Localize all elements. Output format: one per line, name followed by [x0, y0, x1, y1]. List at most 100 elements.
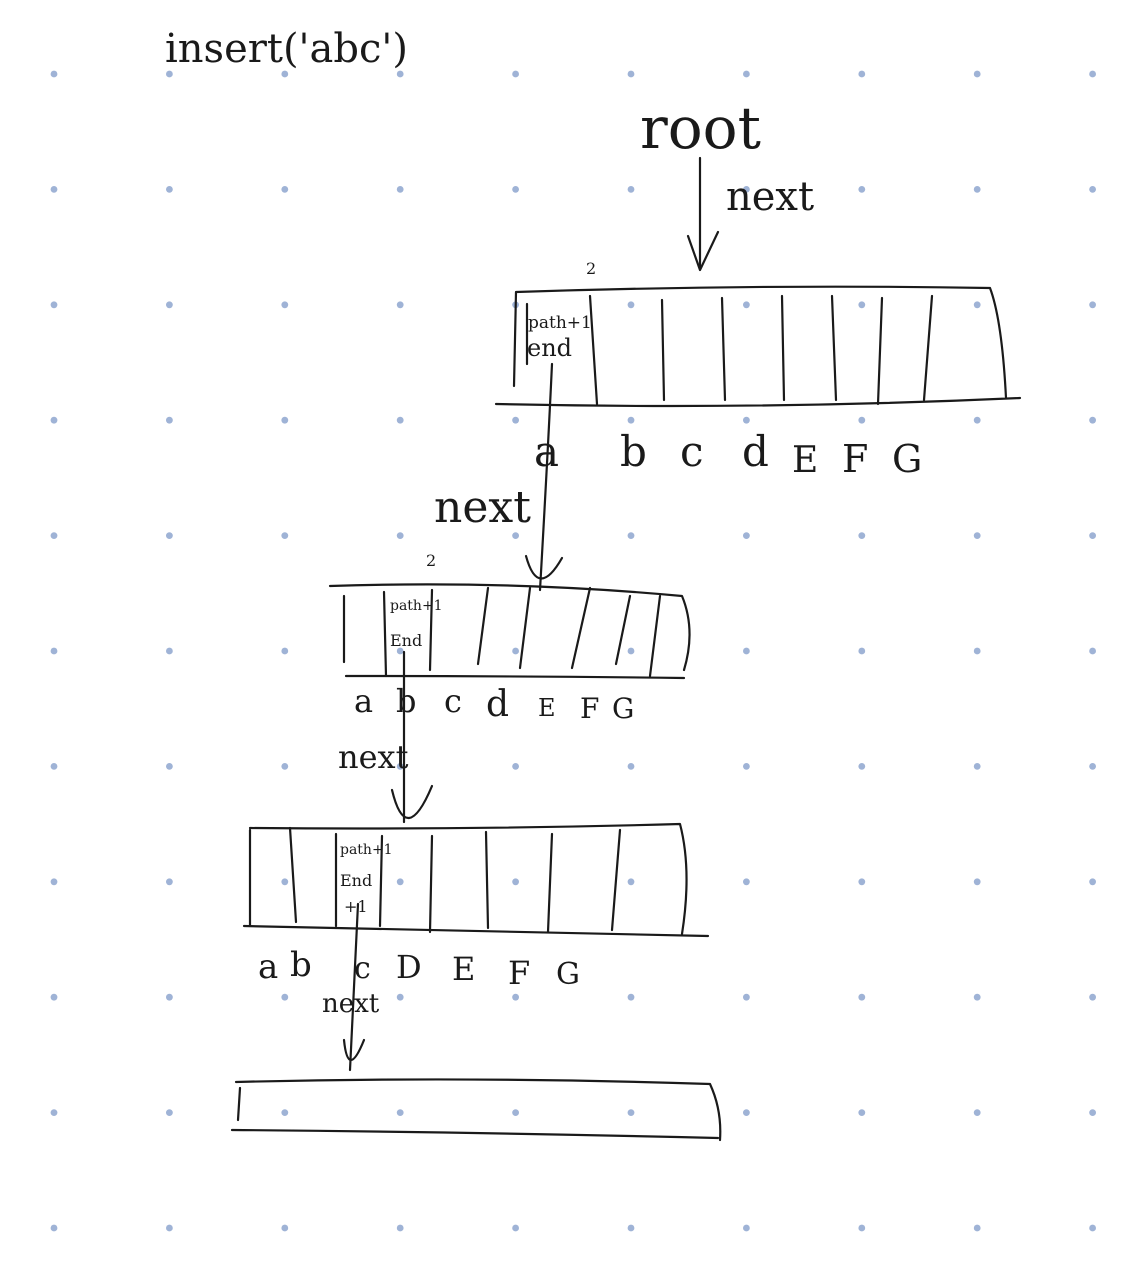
- node-1-letter-c: c: [680, 427, 704, 476]
- grid-dot: [396, 647, 404, 655]
- grid-dot: [973, 993, 981, 1001]
- dot-grid: [50, 70, 1096, 1232]
- grid-dot: [50, 763, 58, 770]
- grid-dot: [512, 1109, 519, 1116]
- grid-dot: [50, 1109, 58, 1116]
- grid-dot: [396, 993, 404, 1001]
- node-1-outline: [494, 285, 1022, 408]
- node-3-letter-row: a b c D E F G: [258, 945, 580, 992]
- grid-dot: [858, 993, 866, 1001]
- grid-dot: [858, 878, 866, 886]
- grid-dot: [627, 647, 635, 655]
- node-2-to-node-3-arrowhead: [390, 784, 434, 820]
- grid-dot: [396, 1224, 404, 1232]
- grid-dot: [973, 1224, 981, 1232]
- grid-dot: [1089, 993, 1096, 1001]
- trie-node-1: 2 path+1 end a b c d E F G: [494, 259, 1022, 481]
- node-1-counter: 2: [586, 259, 596, 278]
- grid-dot: [858, 532, 866, 539]
- node-2-letter-d: d: [486, 684, 509, 725]
- grid-dot: [512, 186, 519, 193]
- grid-dot: [1089, 301, 1096, 309]
- grid-dot: [166, 532, 173, 539]
- grid-dot: [50, 70, 58, 78]
- grid-dot: [743, 993, 750, 1001]
- grid-dot: [973, 1109, 981, 1116]
- node-1-letter-f: F: [842, 437, 868, 481]
- node-1-to-node-2-arrowhead: [524, 554, 564, 580]
- node-2-cell-dividers: [342, 586, 662, 678]
- grid-dot: [166, 70, 173, 78]
- grid-dot: [1089, 647, 1096, 655]
- grid-dot: [50, 1224, 58, 1232]
- node-1-letter-b: b: [620, 427, 647, 476]
- node-1-cell-end-text: end: [527, 334, 572, 362]
- grid-dot: [281, 301, 289, 309]
- node-2-letter-row: a b c d E F G: [354, 682, 634, 725]
- grid-dot: [627, 1224, 635, 1232]
- grid-dot: [1089, 416, 1096, 424]
- node-3-cell-plus-text: +1: [344, 897, 368, 916]
- grid-dot: [627, 532, 635, 539]
- grid-dot: [396, 1109, 404, 1116]
- grid-dot: [512, 532, 519, 539]
- grid-dot: [858, 301, 866, 309]
- node-3-cell-dividers: [248, 826, 622, 934]
- grid-dot: [396, 763, 404, 770]
- grid-dot: [627, 186, 635, 193]
- grid-dot: [512, 763, 519, 770]
- grid-dot: [166, 1109, 173, 1116]
- grid-dot: [50, 532, 58, 539]
- node-1-letter-d: d: [742, 427, 769, 476]
- grid-dot: [973, 532, 981, 539]
- node-4-next-label: next: [322, 989, 380, 1019]
- grid-dot: [858, 1224, 866, 1232]
- node-1-cell-path-text: path+1: [528, 313, 592, 333]
- grid-dot: [166, 647, 173, 655]
- grid-dot: [1089, 532, 1096, 539]
- grid-dot: [281, 993, 289, 1001]
- node-1-letter-g: G: [892, 437, 922, 481]
- node-1-letter-e: E: [792, 440, 818, 481]
- node-3-cell-end-text: End: [340, 871, 372, 890]
- grid-dot: [166, 301, 173, 309]
- node-3-letter-a: a: [258, 947, 278, 987]
- grid-dot: [281, 1224, 289, 1232]
- root-next-label: next: [726, 174, 814, 220]
- grid-dot: [281, 186, 289, 193]
- node-2-letter-f: F: [580, 692, 599, 725]
- grid-dot: [627, 763, 635, 770]
- node-4-outline: [230, 1078, 722, 1142]
- node-2-letter-c: c: [444, 682, 462, 720]
- grid-dot: [166, 993, 173, 1001]
- node-2-letter-g: G: [612, 692, 634, 725]
- grid-dot: [627, 70, 635, 78]
- grid-dot: [281, 416, 289, 424]
- node-3-letter-g: G: [556, 957, 580, 992]
- grid-dot: [50, 647, 58, 655]
- grid-dot: [281, 647, 289, 655]
- grid-dot: [743, 186, 750, 193]
- node-3-letter-b: b: [290, 945, 312, 985]
- node-2-outline: [328, 583, 691, 680]
- grid-dot: [858, 1109, 866, 1116]
- grid-dot: [627, 1109, 635, 1116]
- node-1-cell-dividers: [525, 294, 934, 406]
- grid-dot: [627, 878, 635, 886]
- grid-dot: [743, 532, 750, 539]
- grid-dot: [512, 647, 519, 655]
- node-3-letter-e: E: [452, 950, 475, 988]
- grid-dot: [166, 763, 173, 770]
- grid-dot: [858, 763, 866, 770]
- grid-dot: [627, 993, 635, 1001]
- grid-dot: [512, 878, 519, 886]
- trie-node-4: [230, 1078, 722, 1142]
- grid-dot: [50, 186, 58, 193]
- grid-dot: [166, 878, 173, 886]
- grid-dot: [396, 301, 404, 309]
- node-3-letter-c: c: [354, 951, 371, 986]
- grid-dot: [281, 1109, 289, 1116]
- node-1-letter-row: a b c d E F G: [534, 427, 922, 481]
